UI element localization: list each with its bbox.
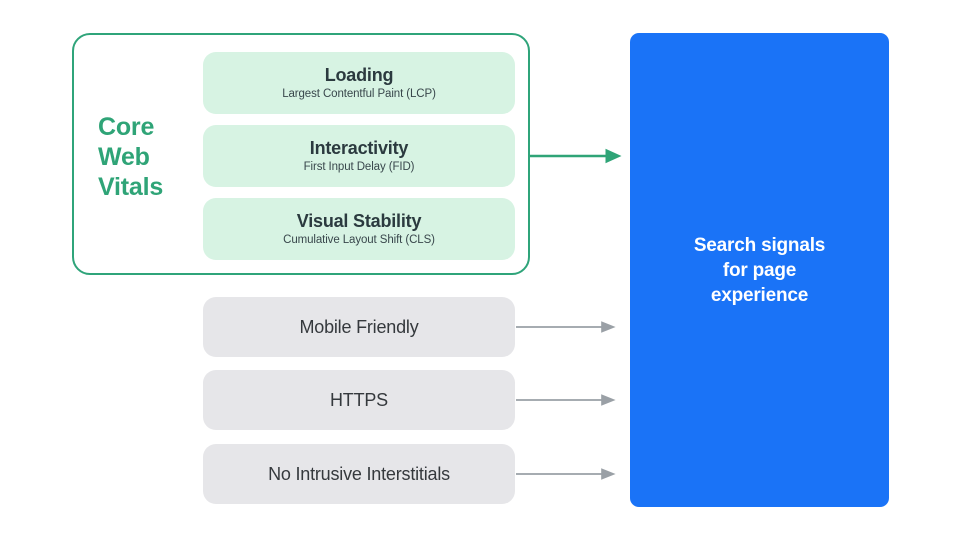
signal-card-https[interactable]: HTTPS — [203, 370, 515, 430]
search-signals-outcome-box[interactable]: Search signals for page experience — [630, 33, 889, 507]
vital-card-interactivity[interactable]: Interactivity First Input Delay (FID) — [203, 125, 515, 187]
signal-card-mobile-friendly[interactable]: Mobile Friendly — [203, 297, 515, 357]
vital-card-title: Loading — [324, 64, 394, 85]
core-web-vitals-label: Core Web Vitals — [98, 112, 194, 202]
signal-card-label: No Intrusive Interstitials — [268, 463, 450, 484]
vital-card-subtitle: First Input Delay (FID) — [303, 160, 415, 173]
core-web-vitals-label-line-1: Core — [98, 113, 155, 141]
signal-card-no-intrusive-interstitials[interactable]: No Intrusive Interstitials — [203, 444, 515, 504]
core-web-vitals-label-line-3: Vitals — [98, 173, 164, 201]
vital-card-subtitle: Cumulative Layout Shift (CLS) — [283, 233, 435, 246]
search-signals-outcome-label: Search signals for page experience — [693, 234, 826, 306]
signal-card-label: HTTPS — [329, 389, 388, 410]
vital-card-title: Visual Stability — [296, 210, 422, 231]
vital-card-loading[interactable]: Loading Largest Contentful Paint (LCP) — [203, 52, 515, 114]
vital-card-visual-stability[interactable]: Visual Stability Cumulative Layout Shift… — [203, 198, 515, 260]
vital-card-title: Interactivity — [309, 137, 409, 158]
core-web-vitals-label-line-2: Web — [98, 143, 150, 171]
vital-card-subtitle: Largest Contentful Paint (LCP) — [282, 87, 436, 100]
signal-card-label: Mobile Friendly — [299, 316, 419, 337]
core-web-vitals-group — [72, 33, 530, 275]
